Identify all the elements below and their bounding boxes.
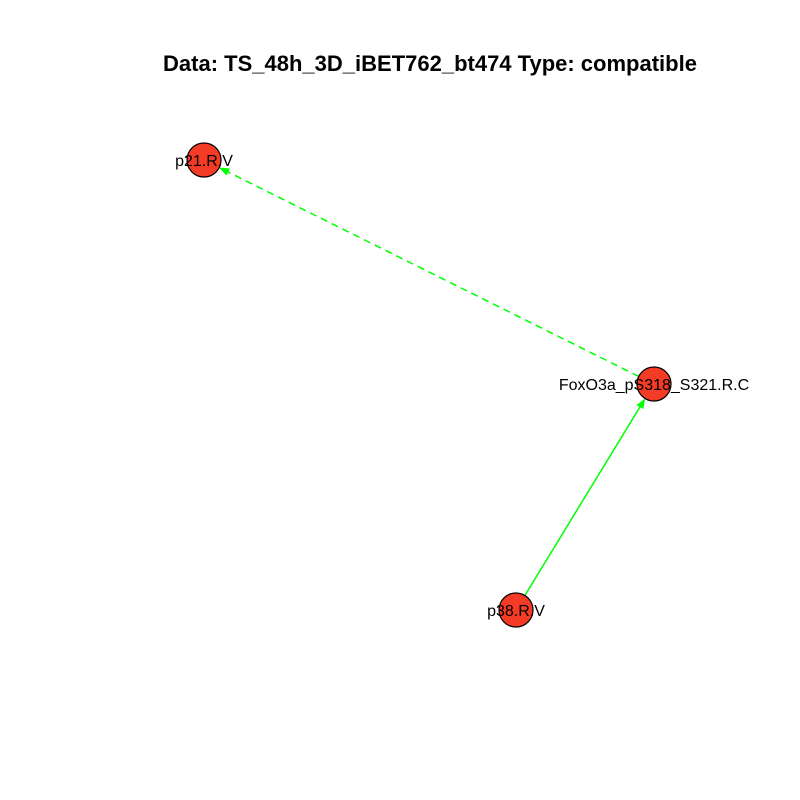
nodes-layer: p21.R.V FoxO3a_pS318_S321.R.C p38.R.V [175, 142, 749, 628]
node-p38[interactable]: p38.R.V [487, 592, 545, 628]
diagram-title: Data: TS_48h_3D_iBET762_bt474 Type: comp… [163, 51, 697, 76]
node-foxo3a[interactable]: FoxO3a_pS318_S321.R.C [559, 366, 749, 402]
edge-line [224, 169, 640, 378]
node-circle [186, 142, 222, 178]
node-circle [636, 366, 672, 402]
edge-foxo3a-to-p21 [219, 167, 640, 378]
arrowhead-icon [636, 398, 646, 410]
arrowhead-icon [219, 167, 230, 176]
node-label: FoxO3a_pS318_S321.R.C [559, 377, 749, 394]
edges-layer [219, 167, 646, 596]
node-label: p38.R.V [487, 603, 545, 620]
edge-p38-to-foxo3a [524, 398, 646, 596]
node-p21[interactable]: p21.R.V [175, 142, 233, 178]
node-circle [498, 592, 534, 628]
node-label: p21.R.V [175, 153, 233, 170]
edge-line [524, 403, 643, 596]
